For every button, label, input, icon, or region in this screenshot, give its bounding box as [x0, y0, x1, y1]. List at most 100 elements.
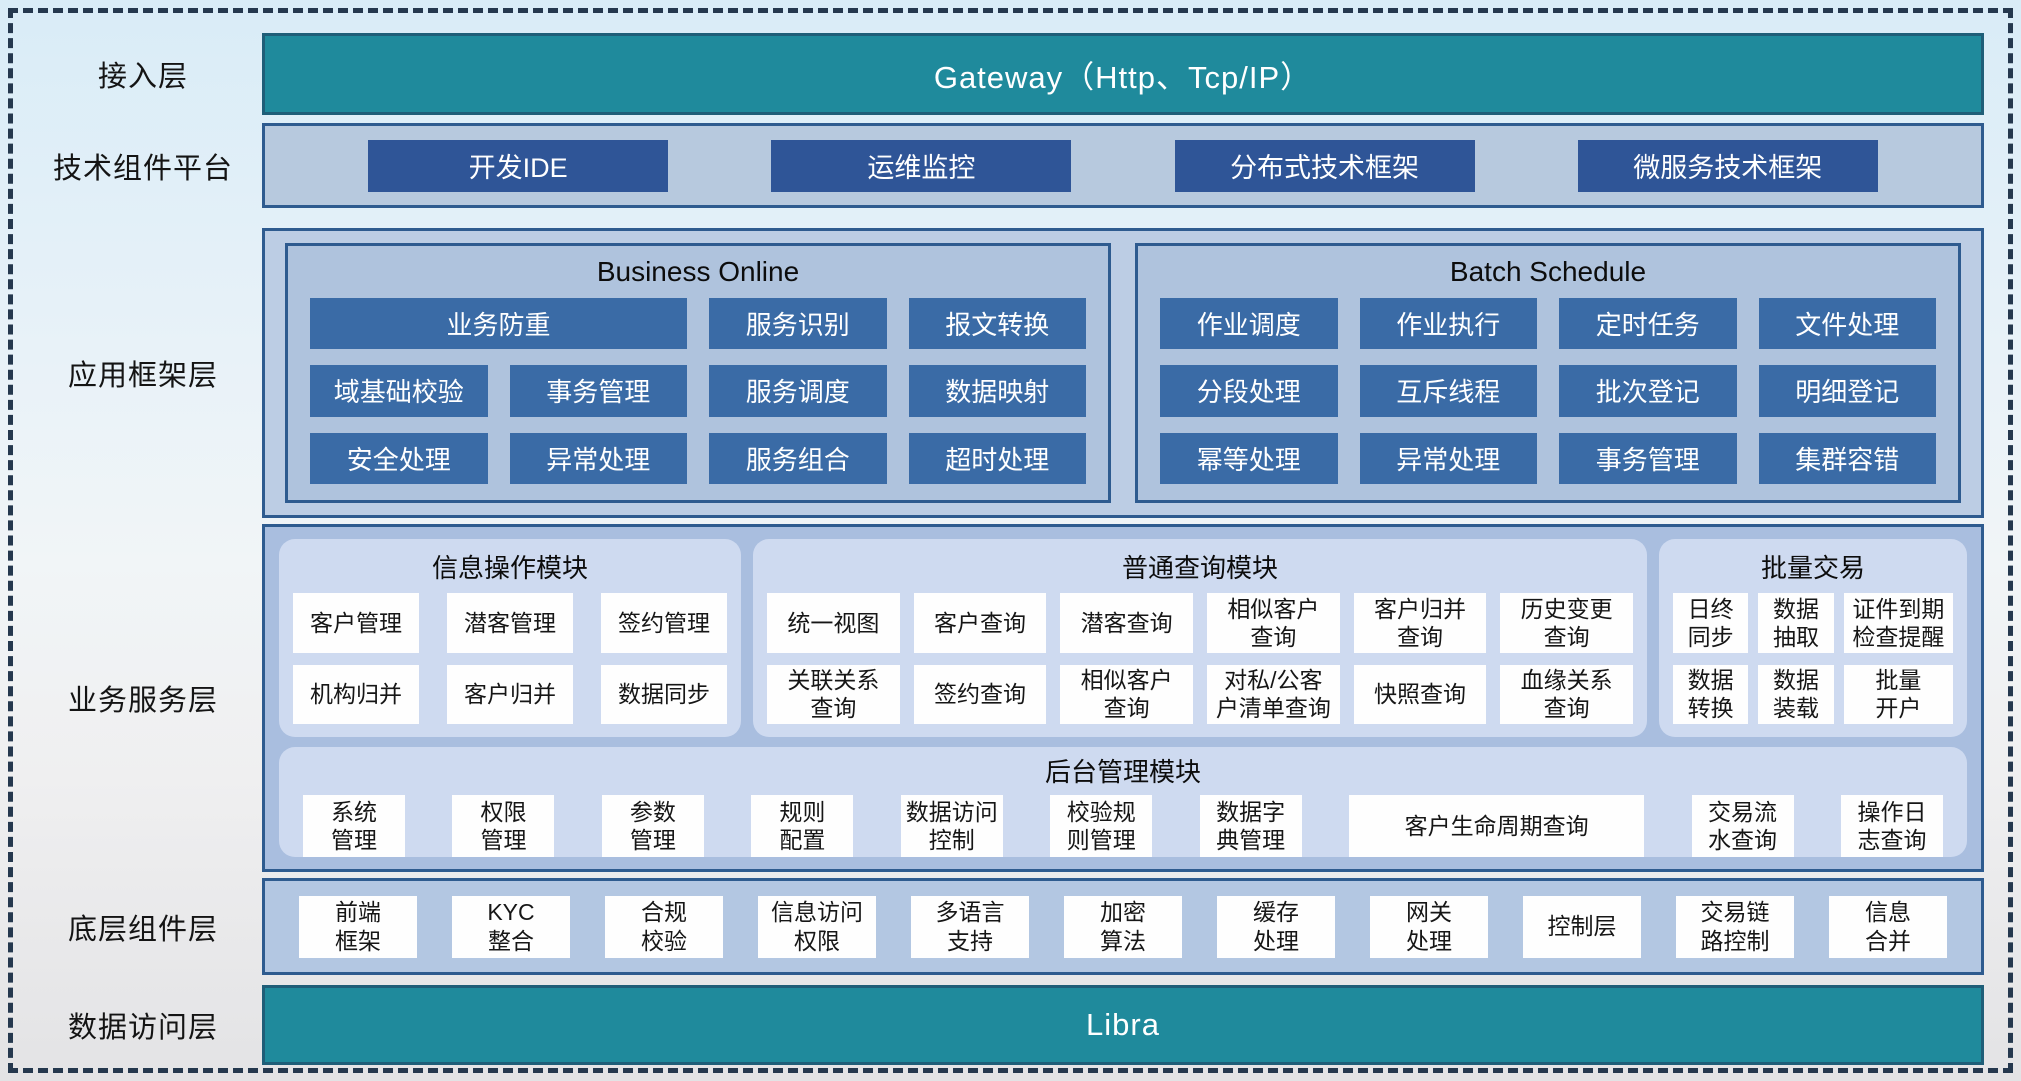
batch-trade-item: 批量 开户 [1843, 664, 1953, 724]
batch-schedule-item: 事务管理 [1559, 432, 1737, 484]
business-online-item: 超时处理 [908, 432, 1086, 484]
batch-schedule-item: 明细登记 [1758, 365, 1936, 417]
libra-bar: Libra [262, 985, 1984, 1065]
batch-schedule-item: 文件处理 [1758, 298, 1936, 350]
business-service-top-row: 信息操作模块 客户管理潜客管理签约管理机构归并客户归并数据同步 普通查询模块 统… [279, 539, 1967, 737]
batch-trade-item: 数据 转换 [1673, 664, 1749, 724]
bottom-component-item: 加密 算法 [1064, 895, 1182, 958]
common-query-item: 签约查询 [913, 664, 1047, 724]
business-online-item: 服务调度 [709, 365, 887, 417]
common-query-item: 血缘关系 查询 [1500, 664, 1633, 724]
batch-schedule-item: 作业调度 [1160, 298, 1338, 350]
batch-trade-item: 证件到期 检查提醒 [1843, 593, 1953, 653]
tech-platform-item: 开发IDE [368, 139, 669, 192]
bottom-component-item: 前端 框架 [299, 895, 417, 958]
batch-trade-module-grid: 日终 同步数据 抽取证件到期 检查提醒数据 转换数据 装载批量 开户 [1673, 593, 1953, 724]
batch-trade-item: 数据 装载 [1758, 664, 1834, 724]
business-online-panel: Business Online 业务防重服务识别报文转换域基础校验事务管理服务调… [285, 243, 1111, 503]
bottom-component-item: 缓存 处理 [1217, 895, 1335, 958]
bottom-component-item: 多语言 支持 [911, 895, 1029, 958]
admin-module-item: 校验规 则管理 [1050, 795, 1153, 857]
batch-schedule-item: 批次登记 [1559, 365, 1737, 417]
app-framework-box: Business Online 业务防重服务识别报文转换域基础校验事务管理服务调… [262, 228, 1984, 518]
batch-trade-item: 日终 同步 [1673, 593, 1749, 653]
common-query-item: 相似客户 查询 [1060, 664, 1193, 724]
business-online-item: 异常处理 [509, 432, 687, 484]
bottom-component-item: KYC 整合 [452, 895, 570, 958]
batch-schedule-grid: 作业调度作业执行定时任务文件处理分段处理互斥线程批次登记明细登记幂等处理异常处理… [1160, 298, 1936, 484]
info-operation-module-title: 信息操作模块 [431, 553, 588, 583]
batch-schedule-item: 作业执行 [1359, 298, 1537, 350]
admin-module-item: 规则 配置 [751, 795, 854, 857]
common-query-item: 潜客查询 [1060, 593, 1193, 653]
layer-label-business-service: 业务服务层 [67, 685, 218, 717]
layer-label-data-access: 数据访问层 [67, 1012, 218, 1044]
tech-platform-item: 分布式技术框架 [1174, 139, 1475, 192]
admin-module-item: 参数 管理 [601, 795, 704, 857]
batch-schedule-item: 互斥线程 [1359, 365, 1537, 417]
layer-label-access: 接入层 [97, 61, 188, 93]
business-online-title: Business Online [596, 256, 800, 287]
common-query-item: 客户归并 查询 [1353, 593, 1487, 653]
gateway-title: Gateway（Http、Tcp/IP） [933, 59, 1313, 95]
common-query-item: 相似客户 查询 [1207, 593, 1340, 653]
batch-trade-item: 数据 抽取 [1758, 593, 1834, 653]
info-operation-item: 签约管理 [601, 593, 727, 653]
common-query-module-title: 普通查询模块 [1121, 553, 1278, 583]
info-operation-item: 数据同步 [601, 664, 727, 724]
business-service-box: 信息操作模块 客户管理潜客管理签约管理机构归并客户归并数据同步 普通查询模块 统… [262, 524, 1984, 872]
common-query-item: 客户查询 [913, 593, 1047, 653]
admin-module-panel: 后台管理模块 系统 管理权限 管理参数 管理规则 配置数据访问 控制校验规 则管… [279, 747, 1967, 857]
batch-trade-module-title: 批量交易 [1760, 553, 1865, 583]
bottom-component-item: 交易链 路控制 [1676, 895, 1794, 958]
admin-module-item: 系统 管理 [303, 795, 405, 857]
common-query-module-grid: 统一视图客户查询潜客查询相似客户 查询客户归并 查询历史变更 查询关联关系 查询… [767, 593, 1633, 724]
admin-module-item: 权限 管理 [452, 795, 555, 857]
tech-platform-item: 运维监控 [771, 139, 1072, 192]
batch-schedule-item: 集群容错 [1758, 432, 1936, 484]
common-query-item: 统一视图 [767, 593, 900, 653]
batch-schedule-item: 异常处理 [1359, 432, 1537, 484]
batch-schedule-item: 定时任务 [1559, 298, 1737, 350]
business-online-item: 业务防重 [310, 298, 687, 350]
gateway-bar: Gateway（Http、Tcp/IP） [262, 33, 1984, 115]
business-online-item: 安全处理 [310, 432, 488, 484]
bottom-component-item: 控制层 [1523, 895, 1641, 958]
common-query-item: 关联关系 查询 [767, 664, 900, 724]
bottom-component-item: 信息访问 权限 [758, 895, 876, 958]
layer-label-tech-platform: 技术组件平台 [52, 152, 233, 185]
business-online-item: 报文转换 [908, 298, 1086, 350]
common-query-item: 历史变更 查询 [1500, 593, 1633, 653]
batch-schedule-panel: Batch Schedule 作业调度作业执行定时任务文件处理分段处理互斥线程批… [1135, 243, 1961, 503]
info-operation-item: 客户管理 [293, 593, 419, 653]
libra-title: Libra [1086, 1007, 1160, 1042]
common-query-item: 快照查询 [1353, 664, 1487, 724]
business-online-grid: 业务防重服务识别报文转换域基础校验事务管理服务调度数据映射安全处理异常处理服务组… [310, 298, 1086, 484]
info-operation-item: 客户归并 [447, 664, 573, 724]
business-online-item: 数据映射 [908, 365, 1086, 417]
batch-trade-module-panel: 批量交易 日终 同步数据 抽取证件到期 检查提醒数据 转换数据 装载批量 开户 [1659, 539, 1967, 737]
business-online-item: 服务组合 [709, 432, 887, 484]
admin-module-item: 操作日 志查询 [1840, 795, 1943, 857]
admin-module-item: 数据访问 控制 [900, 795, 1003, 857]
business-online-item: 域基础校验 [310, 365, 488, 417]
admin-module-item: 客户生命周期查询 [1349, 795, 1645, 857]
admin-module-item: 交易流 水查询 [1691, 795, 1794, 857]
admin-module-items: 系统 管理权限 管理参数 管理规则 配置数据访问 控制校验规 则管理数据字 典管… [303, 795, 1943, 857]
layer-label-app-framework: 应用框架层 [67, 360, 218, 392]
info-operation-module-grid: 客户管理潜客管理签约管理机构归并客户归并数据同步 [293, 593, 727, 724]
batch-schedule-item: 分段处理 [1160, 365, 1338, 417]
batch-schedule-item: 幂等处理 [1160, 432, 1338, 484]
business-online-item: 事务管理 [509, 365, 687, 417]
common-query-module-panel: 普通查询模块 统一视图客户查询潜客查询相似客户 查询客户归并 查询历史变更 查询… [753, 539, 1647, 737]
admin-module-title: 后台管理模块 [1044, 757, 1201, 787]
tech-platform-item: 微服务技术框架 [1577, 139, 1878, 192]
admin-module-item: 数据字 典管理 [1199, 795, 1302, 857]
info-operation-item: 机构归并 [293, 664, 419, 724]
tech-platform-panel: 开发IDE 运维监控 分布式技术框架 微服务技术框架 [262, 123, 1984, 208]
batch-schedule-title: Batch Schedule [1449, 256, 1647, 287]
info-operation-item: 潜客管理 [447, 593, 573, 653]
bottom-component-item: 信息 合并 [1829, 895, 1947, 958]
bottom-component-item: 网关 处理 [1370, 895, 1488, 958]
